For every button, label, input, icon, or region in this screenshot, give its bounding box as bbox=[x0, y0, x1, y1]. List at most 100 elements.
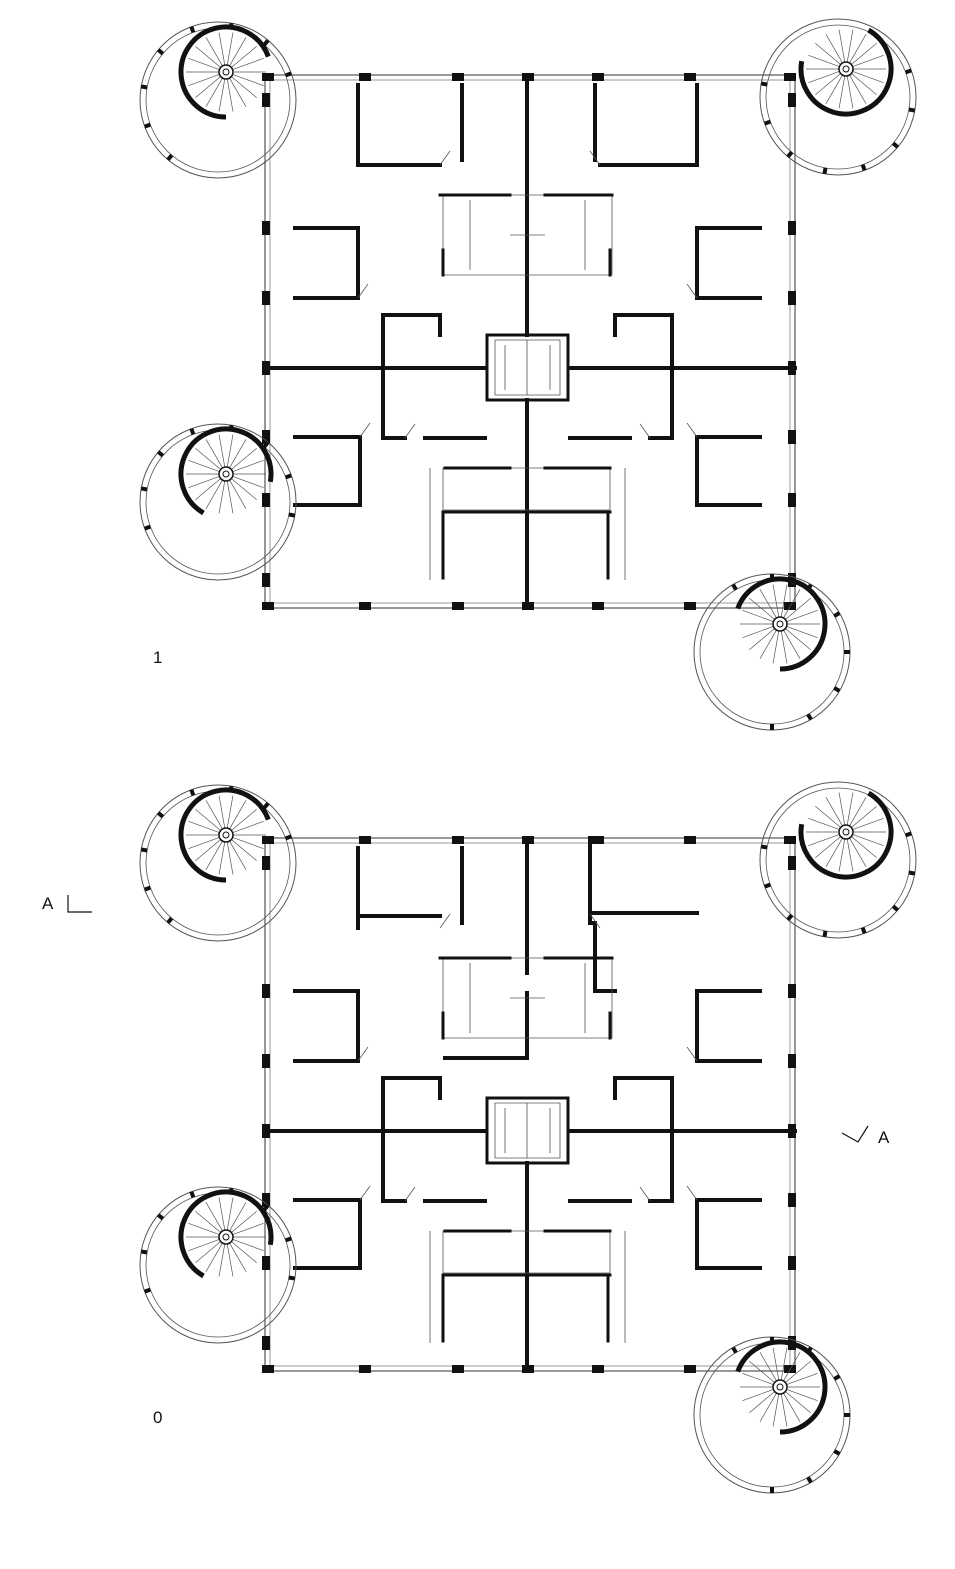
stair-tread bbox=[188, 1222, 221, 1236]
column bbox=[452, 836, 464, 844]
stair-wall bbox=[178, 24, 271, 120]
stair-newel bbox=[218, 827, 234, 843]
wall bbox=[568, 313, 674, 440]
ring-mullion bbox=[144, 1287, 152, 1294]
column bbox=[452, 1365, 464, 1373]
stair-tread bbox=[205, 479, 224, 509]
wall bbox=[441, 1273, 610, 1343]
column bbox=[359, 602, 371, 610]
stair-tread bbox=[838, 837, 846, 872]
stair-tread bbox=[195, 477, 222, 500]
stair-newel bbox=[842, 65, 850, 73]
facade bbox=[264, 74, 796, 609]
stair-newel bbox=[772, 1379, 788, 1395]
stair-tread bbox=[226, 840, 234, 875]
stair-tread bbox=[848, 74, 867, 104]
column bbox=[684, 1365, 696, 1373]
stair-newel bbox=[218, 1229, 234, 1245]
stair-tread bbox=[188, 57, 221, 71]
stair-tread bbox=[188, 73, 221, 87]
ring-mullion bbox=[764, 119, 772, 126]
stair-tread bbox=[808, 54, 841, 68]
stair-tread bbox=[188, 459, 221, 473]
stair-tread bbox=[188, 475, 221, 489]
column bbox=[262, 1256, 270, 1270]
column bbox=[592, 1365, 604, 1373]
ring-mullion bbox=[822, 930, 828, 938]
spiral-stair bbox=[139, 423, 297, 581]
column bbox=[262, 221, 270, 235]
column bbox=[788, 93, 796, 107]
column bbox=[262, 856, 270, 870]
column bbox=[788, 291, 796, 305]
wall bbox=[695, 226, 762, 300]
stair-outer-ring bbox=[759, 781, 917, 939]
door-swing bbox=[357, 283, 369, 299]
stair-tread bbox=[749, 1390, 776, 1413]
ring-mullion bbox=[786, 913, 794, 922]
ring-mullion bbox=[908, 107, 916, 113]
stair-tread bbox=[742, 625, 775, 639]
stair-wall bbox=[178, 426, 274, 516]
stair-tread bbox=[808, 817, 841, 831]
stair-newel bbox=[772, 616, 788, 632]
ring-mullion bbox=[833, 611, 841, 618]
stair-tread bbox=[228, 37, 247, 67]
ring-mullion bbox=[891, 904, 900, 912]
stair-tread bbox=[846, 29, 854, 64]
stair-tread bbox=[815, 806, 842, 829]
wall bbox=[381, 1076, 487, 1203]
section-cut-symbol bbox=[67, 895, 92, 913]
section-cut-symbol bbox=[841, 1125, 869, 1143]
ring-mullion bbox=[144, 122, 152, 129]
stair-tread bbox=[772, 629, 780, 664]
elevator-core bbox=[485, 1096, 570, 1165]
stair-tread bbox=[851, 833, 884, 847]
stair-tread bbox=[780, 1392, 788, 1427]
stair-tread bbox=[815, 43, 842, 66]
stair-tread bbox=[226, 1242, 234, 1277]
column bbox=[262, 984, 270, 998]
stair-tread bbox=[231, 1238, 264, 1252]
ring-mullion bbox=[833, 1374, 841, 1381]
ring-mullion bbox=[140, 1249, 148, 1255]
stair-outer-ring bbox=[139, 784, 297, 942]
level-label-0: 0 bbox=[153, 1408, 162, 1427]
ring-mullion bbox=[891, 141, 900, 149]
stair-tread bbox=[188, 1238, 221, 1252]
stair-tread bbox=[782, 629, 801, 659]
stair-wall bbox=[178, 787, 271, 883]
facade bbox=[269, 79, 791, 604]
wall bbox=[381, 313, 487, 440]
stair-tread bbox=[231, 57, 264, 71]
stair-outer-ring bbox=[139, 1186, 297, 1344]
stair-tread bbox=[218, 434, 226, 469]
stair-tread bbox=[782, 1352, 801, 1382]
section-marker-left: A bbox=[42, 894, 92, 913]
stair-tread bbox=[228, 439, 247, 469]
ring-mullion bbox=[262, 38, 270, 47]
ring-mullion bbox=[140, 486, 148, 492]
stair-tread bbox=[749, 627, 776, 650]
stair-tread bbox=[772, 1392, 780, 1427]
column bbox=[359, 73, 371, 81]
section-label: A bbox=[42, 894, 54, 913]
stair-tread bbox=[218, 32, 226, 67]
column bbox=[262, 1054, 270, 1068]
ring-mullion bbox=[144, 524, 152, 531]
stair-tread bbox=[815, 72, 842, 95]
stair-tread bbox=[838, 792, 846, 827]
stair-tread bbox=[825, 74, 844, 104]
stair-tread bbox=[851, 817, 884, 831]
stair-tread bbox=[231, 475, 264, 489]
ring-mullion bbox=[760, 81, 768, 87]
ring-mullion bbox=[144, 885, 152, 892]
stair-tread bbox=[195, 1240, 222, 1263]
stair-tread bbox=[195, 75, 222, 98]
ring-mullion bbox=[156, 811, 165, 819]
stair-tread bbox=[838, 74, 846, 109]
column bbox=[359, 836, 371, 844]
stair-tread bbox=[230, 448, 257, 471]
door-swing bbox=[359, 422, 371, 438]
column bbox=[262, 1365, 274, 1373]
